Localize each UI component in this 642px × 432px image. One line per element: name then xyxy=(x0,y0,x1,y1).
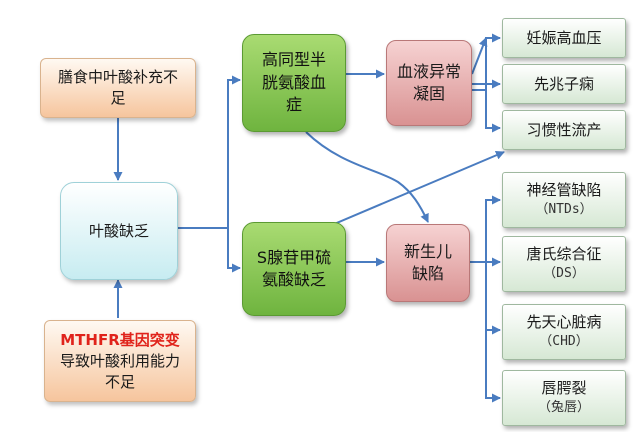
node-ds-label: 唐氏综合征 xyxy=(526,245,602,264)
node-miscarriage-label: 习惯性流产 xyxy=(526,120,602,139)
node-folate-label: 叶酸缺乏 xyxy=(88,221,149,240)
node-cleft-lip-palate: 唇腭裂 （兔唇） xyxy=(502,370,626,426)
arrow-coag-to-miscarriage xyxy=(472,89,501,133)
node-abnormal-coagulation: 血液异常凝固 xyxy=(386,40,472,126)
node-dietary-insufficiency: 膳食中叶酸补充不足 xyxy=(40,58,196,118)
node-folate-deficiency: 叶酸缺乏 xyxy=(60,182,178,280)
node-ntd-label: 神经管缺陷 xyxy=(526,181,602,200)
node-chd-abbr: （CHD） xyxy=(539,334,589,350)
node-preeclampsia: 妊娠高血压 xyxy=(502,18,626,58)
node-eclampsia-label: 先兆子痫 xyxy=(533,74,594,93)
arrow-bd-to-cleft xyxy=(485,330,501,403)
arrow-folate-to-hcy xyxy=(178,75,241,229)
node-dietary-label: 膳食中叶酸补充不足 xyxy=(57,68,178,107)
node-mthfr: MTHFR基因突变导致叶酸利用能力不足 xyxy=(44,320,196,402)
arrow-bd-to-ntd xyxy=(470,195,501,263)
node-chd-label: 先天心脏病 xyxy=(526,313,602,332)
node-cleft-alt: （兔唇） xyxy=(537,400,590,416)
node-birth-defects-label: 新生儿缺陷 xyxy=(403,241,452,283)
node-birth-defects: 新生儿缺陷 xyxy=(386,224,470,302)
node-preeclampsia-label: 妊娠高血压 xyxy=(526,28,602,47)
node-mthfr-highlight: MTHFR基因突变 xyxy=(60,330,180,349)
node-mthfr-rest: 导致叶酸利用能力不足 xyxy=(59,351,180,391)
node-recurrent-miscarriage: 习惯性流产 xyxy=(502,110,626,150)
arrow-hcy-to-birth-defects xyxy=(305,131,429,223)
arrow-bd-to-chd xyxy=(485,262,501,335)
node-neural-tube-defects: 神经管缺陷 （NTDs） xyxy=(502,172,626,228)
node-ds-abbr: （DS） xyxy=(543,266,585,282)
arrow-coag-to-preeclampsia-b xyxy=(485,33,501,90)
arrow-coag-to-preeclampsia xyxy=(471,37,488,75)
arrow-folate-to-sam xyxy=(227,228,241,273)
node-sam-deficiency: S腺苷甲硫氨酸缺乏 xyxy=(242,222,346,316)
node-hcy-label: 高同型半胱氨酸血症 xyxy=(261,50,326,115)
node-ntd-abbr: （NTDs） xyxy=(535,202,593,218)
node-sam-label: S腺苷甲硫氨酸缺乏 xyxy=(256,247,332,289)
node-congenital-heart-disease: 先天心脏病 （CHD） xyxy=(502,304,626,360)
node-coag-label: 血液异常凝固 xyxy=(396,61,461,103)
node-hyperhomocysteinemia: 高同型半胱氨酸血症 xyxy=(242,34,346,132)
node-eclampsia: 先兆子痫 xyxy=(502,64,626,104)
node-down-syndrome: 唐氏综合征 （DS） xyxy=(502,236,626,292)
node-mthfr-text: MTHFR基因突变导致叶酸利用能力不足 xyxy=(54,330,186,393)
node-cleft-label: 唇腭裂 xyxy=(541,379,587,398)
arrow-sam-to-miscarriage xyxy=(305,150,505,237)
